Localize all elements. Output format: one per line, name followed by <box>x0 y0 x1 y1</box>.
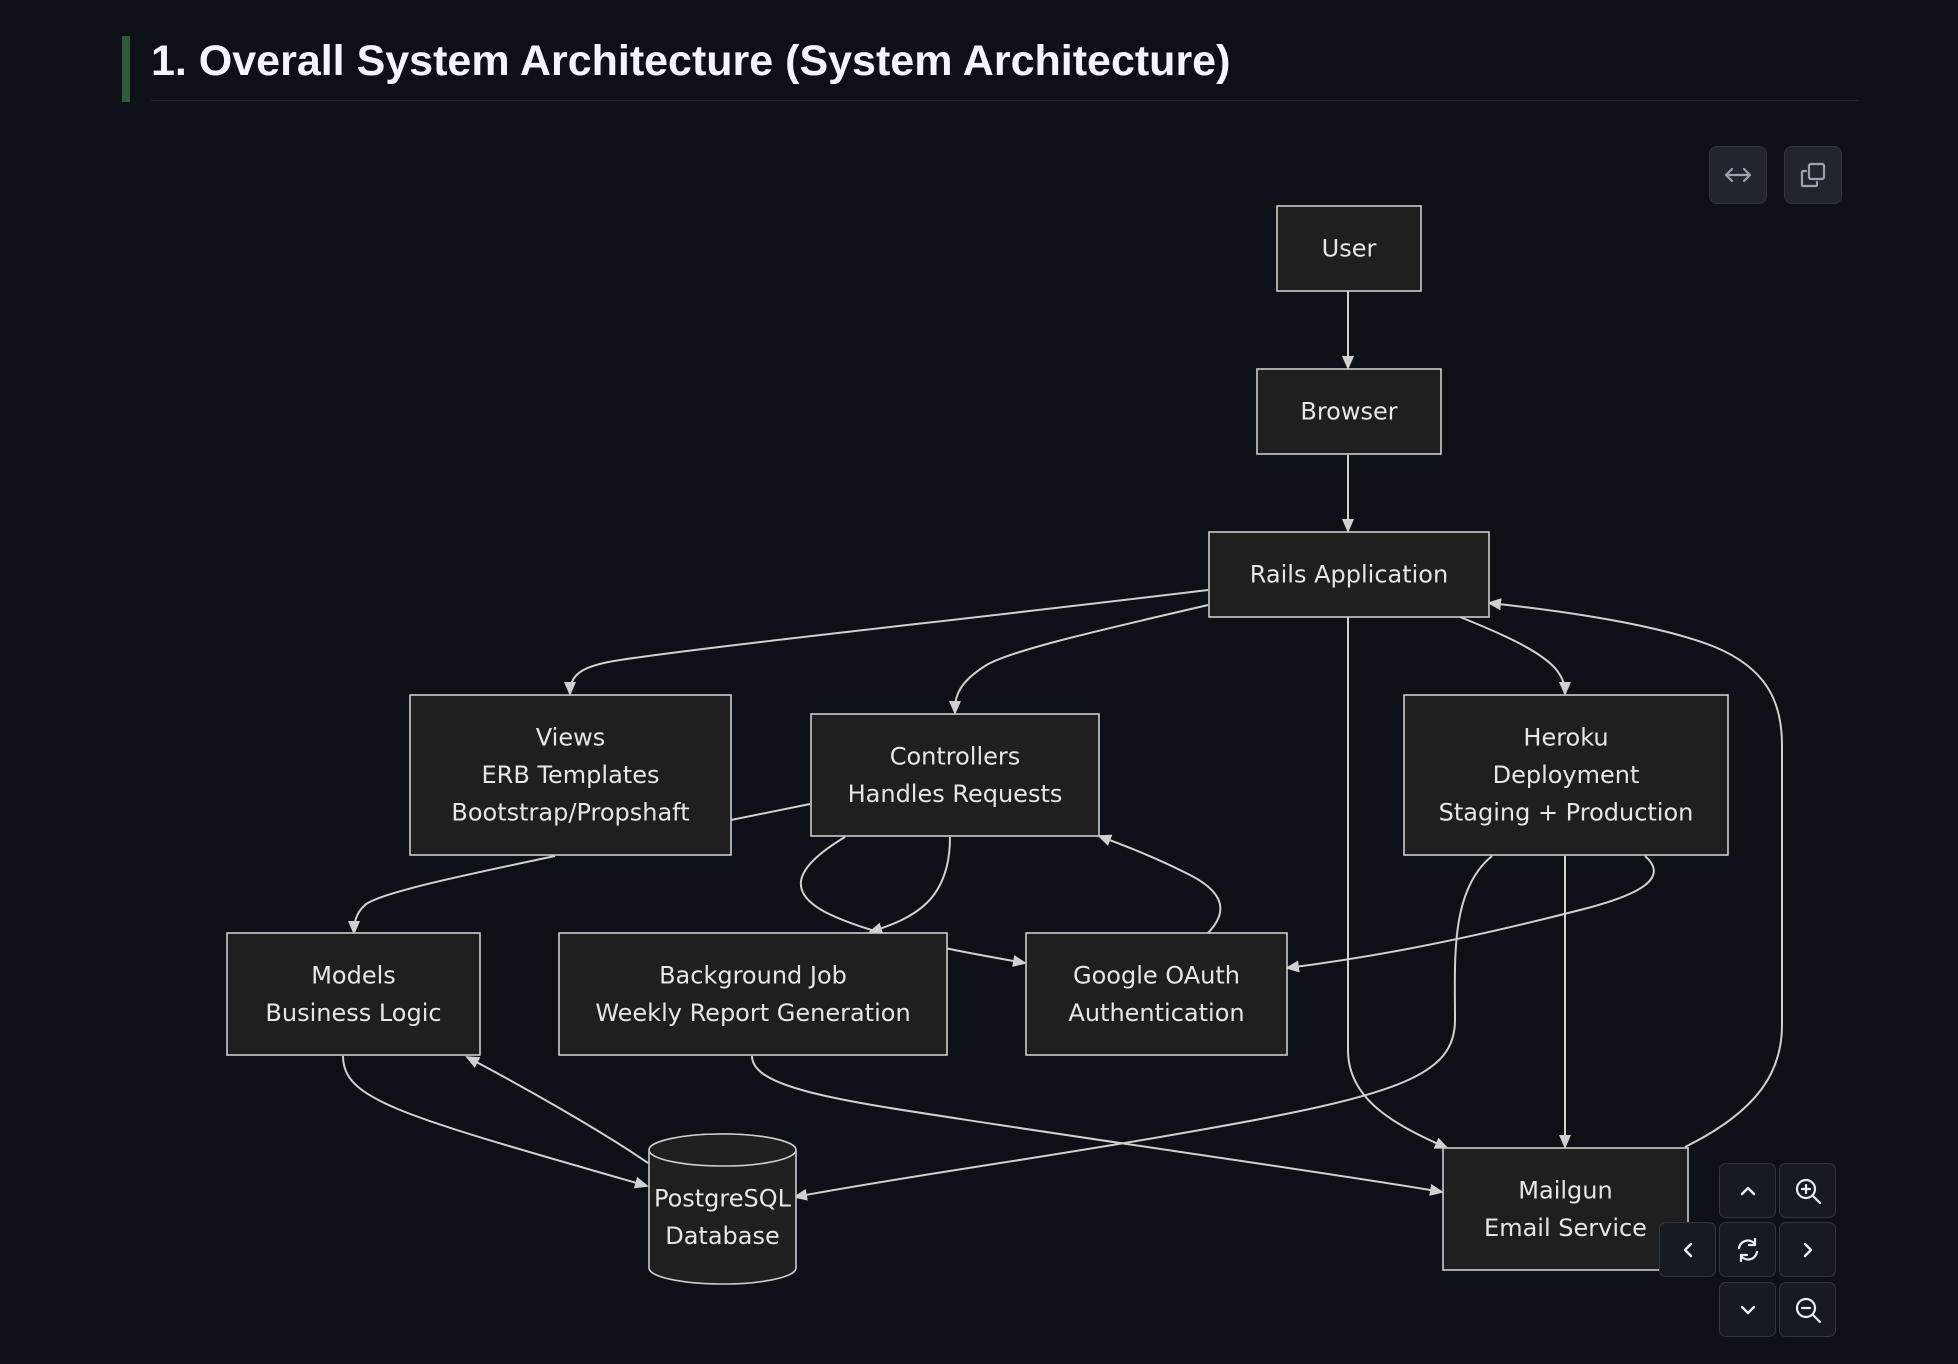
pan-right-button[interactable] <box>1779 1222 1836 1277</box>
reset-icon <box>1737 1237 1758 1262</box>
reset-view-button[interactable] <box>1719 1222 1776 1277</box>
heading-accent-bar <box>122 36 130 102</box>
heading-divider <box>151 100 1858 101</box>
expand-horizontal-icon <box>1724 167 1752 183</box>
zoom-out-icon <box>1795 1297 1821 1323</box>
copy-button[interactable] <box>1784 146 1842 204</box>
pan-up-button[interactable] <box>1719 1163 1776 1218</box>
zoom-in-icon <box>1795 1178 1821 1204</box>
pan-left-icon <box>1683 1242 1692 1257</box>
page-title: 1. Overall System Architecture (System A… <box>151 37 1231 85</box>
pan-down-button[interactable] <box>1719 1282 1776 1337</box>
pan-up-icon <box>1740 1186 1755 1195</box>
pan-left-button[interactable] <box>1659 1222 1716 1277</box>
diagram-panel[interactable] <box>151 120 1858 1364</box>
zoom-in-button[interactable] <box>1779 1163 1836 1218</box>
copy-icon <box>1800 162 1826 188</box>
pan-right-icon <box>1803 1242 1812 1257</box>
pan-down-icon <box>1740 1305 1755 1314</box>
zoom-out-button[interactable] <box>1779 1282 1836 1337</box>
fit-width-button[interactable] <box>1709 146 1767 204</box>
